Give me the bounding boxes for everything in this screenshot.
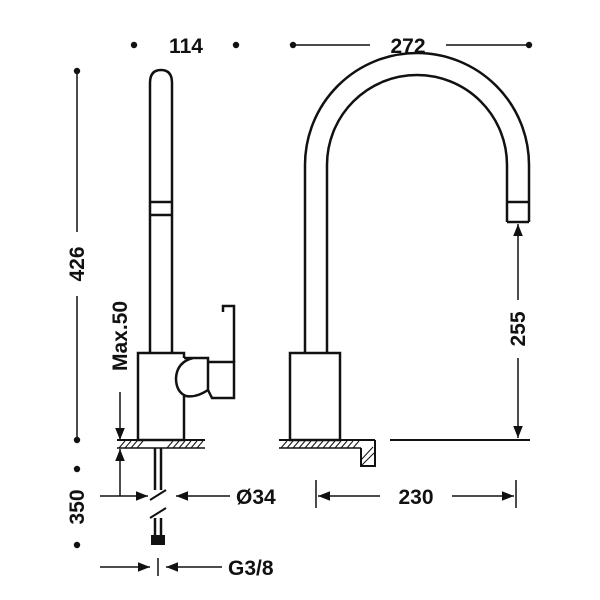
dim-255-label: 255 <box>507 311 530 346</box>
dim-230: 230 <box>315 480 517 509</box>
dim-114-label: 114 <box>169 35 203 58</box>
dim-426-label: 426 <box>66 246 89 281</box>
dim-350-label: 350 <box>66 489 89 524</box>
dim-272: 272 <box>289 35 533 58</box>
front-deck-hatch <box>280 440 375 467</box>
deck-hatch <box>118 440 204 449</box>
body-block <box>136 351 186 442</box>
dim-diameter-34: Ø34 <box>100 486 276 509</box>
dim-426: 426 <box>66 67 89 444</box>
dim-350: 350 <box>66 465 89 549</box>
hose-break-bottom <box>149 507 167 519</box>
dim-max50: Max.50 <box>109 301 132 496</box>
side-view <box>117 68 236 545</box>
dim-max50-label: Max.50 <box>109 301 132 371</box>
dim-230-label: 230 <box>398 486 433 509</box>
lever-body <box>148 68 174 353</box>
dim-272-label: 272 <box>390 35 425 58</box>
hose-connector <box>151 535 165 545</box>
front-body <box>288 351 342 442</box>
handle <box>221 304 236 362</box>
spout-outer <box>303 51 531 353</box>
dim-diameter-34-label: Ø34 <box>236 486 276 509</box>
cartridge <box>174 356 210 398</box>
dim-g38-label: G3/8 <box>228 557 274 580</box>
dim-g38: G3/8 <box>100 557 274 580</box>
dim-114: 114 <box>130 35 240 58</box>
front-view <box>279 51 531 467</box>
spout-inner <box>325 73 509 353</box>
front-deck-edge <box>360 440 376 467</box>
lever-piece <box>206 360 236 400</box>
dim-255: 255 <box>507 224 530 438</box>
hose-break-top <box>149 489 167 501</box>
